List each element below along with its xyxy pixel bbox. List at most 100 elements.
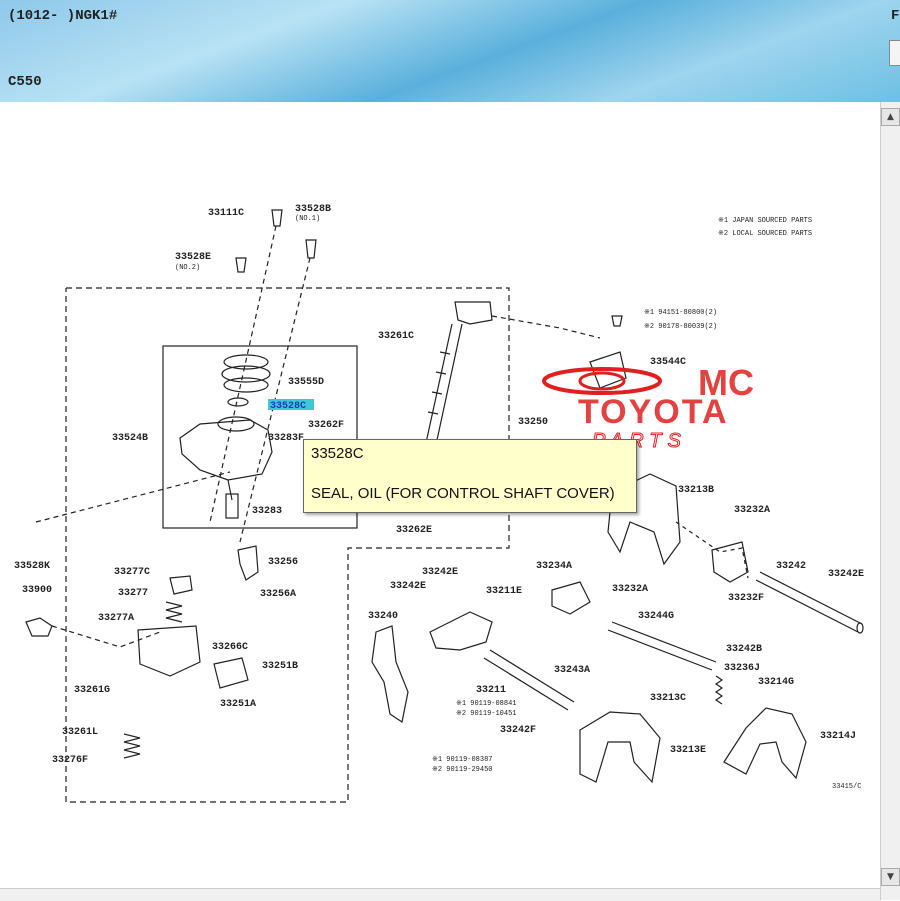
- part-label-33261c[interactable]: 33261C: [378, 331, 414, 342]
- part-label-33232a-mid[interactable]: 33232A: [612, 584, 648, 595]
- part-label-33214j[interactable]: 33214J: [820, 731, 856, 742]
- part-label-33283f[interactable]: 33283F: [268, 433, 304, 444]
- part-label-33234a[interactable]: 33234A: [536, 561, 572, 572]
- part-label-90178[interactable]: ※2 90178-80039(2): [644, 323, 717, 331]
- part-label-33232f[interactable]: 33232F: [728, 593, 764, 604]
- spring-33276f-shape: [123, 733, 141, 759]
- part-label-90119-08841[interactable]: ※1 90119-08841: [456, 700, 516, 708]
- header-input-stub[interactable]: [889, 40, 900, 66]
- bracket-33544c-shape: [589, 351, 627, 389]
- part-label-90119-08387[interactable]: ※1 90119-08387: [432, 756, 492, 764]
- lever-33256-shape: [237, 545, 259, 581]
- head-33232f-shape: [711, 541, 749, 583]
- watermark-toyota-text: TOYOTA: [578, 393, 729, 431]
- part-label-33242[interactable]: 33242: [776, 561, 806, 572]
- illustration-number: 33415/C: [832, 783, 861, 791]
- part-label-33236j[interactable]: 33236J: [724, 663, 760, 674]
- spring-33236j-shape: [714, 675, 724, 705]
- plug-33900-shape: [25, 617, 53, 637]
- part-label-33240[interactable]: 33240: [368, 611, 398, 622]
- part-label-33213b[interactable]: 33213B: [678, 485, 714, 496]
- legend-local-sourced: ※2 LOCAL SOURCED PARTS: [718, 230, 812, 238]
- part-label-33242e-b[interactable]: 33242E: [390, 581, 426, 592]
- part-label-90119-10451[interactable]: ※2 90119-10451: [456, 710, 516, 718]
- part-label-33256a[interactable]: 33256A: [260, 589, 296, 600]
- part-label-33277[interactable]: 33277: [118, 588, 148, 599]
- part-label-33242e-a[interactable]: 33242E: [422, 567, 458, 578]
- header-right-char: F: [891, 8, 900, 24]
- part-label-33900[interactable]: 33900: [22, 585, 52, 596]
- part-label-33528k[interactable]: 33528K: [14, 561, 50, 572]
- part-label-33214g[interactable]: 33214G: [758, 677, 794, 688]
- subassembly-box: [162, 345, 358, 529]
- fork-33213e-shape: [579, 711, 661, 784]
- fork-33211-shape: [429, 611, 493, 651]
- plug-33277-shape: [169, 575, 193, 595]
- plug-33528b-shape: [305, 239, 317, 259]
- part-label-33256[interactable]: 33256: [268, 557, 298, 568]
- bracket-33251a-shape: [213, 657, 249, 689]
- section-code: C550: [8, 74, 42, 90]
- part-label-33213c[interactable]: 33213C: [650, 693, 686, 704]
- part-label-33276f[interactable]: 33276F: [52, 755, 88, 766]
- legend-japan-sourced: ※1 JAPAN SOURCED PARTS: [718, 217, 812, 225]
- scroll-up-arrow-icon[interactable]: ▲: [881, 108, 900, 126]
- part-label-33266c[interactable]: 33266C: [212, 642, 248, 653]
- part-label-33528c[interactable]: 33528C: [270, 401, 306, 412]
- parts-diagram: 33111C 33528B (NO.1) 33528E (NO.2) 33555…: [14, 204, 864, 803]
- part-label-33544c[interactable]: 33544C: [650, 357, 686, 368]
- tooltip-part-description: SEAL, OIL (FOR CONTROL SHAFT COVER): [311, 485, 615, 502]
- part-label-33250[interactable]: 33250: [518, 417, 548, 428]
- part-label-33232a-top[interactable]: 33232A: [734, 505, 770, 516]
- part-label-33261l[interactable]: 33261L: [62, 727, 98, 738]
- scroll-down-arrow-icon[interactable]: ▼: [881, 868, 900, 886]
- part-label-33211e[interactable]: 33211E: [486, 586, 522, 597]
- boot-33555d-top: [223, 354, 269, 370]
- vertical-scrollbar[interactable]: ▲ ▼: [880, 102, 900, 900]
- bolt-33111c-shape: [271, 209, 283, 227]
- model-range-text: (1012- )NGK1#: [8, 8, 118, 24]
- part-label-33524b[interactable]: 33524B: [112, 433, 148, 444]
- part-label-33277c[interactable]: 33277C: [114, 567, 150, 578]
- selected-part-highlight: [268, 399, 314, 410]
- part-label-33244g[interactable]: 33244G: [638, 611, 674, 622]
- part-label-33243a[interactable]: 33243A: [554, 665, 590, 676]
- head-33234a-shape: [551, 581, 591, 615]
- assembly-outline: [65, 287, 510, 803]
- part-label-33242e-right[interactable]: 33242E: [828, 569, 864, 580]
- window-header: (1012- )NGK1# C550 F: [0, 0, 900, 102]
- fork-33214g-shape: [723, 707, 807, 780]
- part-label-33261g[interactable]: 33261G: [74, 685, 110, 696]
- part-label-33528e[interactable]: 33528E: [175, 252, 211, 263]
- lever-33240-shape: [371, 625, 409, 723]
- part-label-33211[interactable]: 33211: [476, 685, 506, 696]
- part-label-33555d[interactable]: 33555D: [288, 377, 324, 388]
- part-label-33251a[interactable]: 33251A: [220, 699, 256, 710]
- horizontal-scrollbar[interactable]: [0, 888, 880, 901]
- cover-33266c-shape: [137, 625, 201, 677]
- part-label-33528b[interactable]: 33528B: [295, 204, 331, 215]
- part-label-33262e[interactable]: 33262E: [396, 525, 432, 536]
- part-label-94151[interactable]: ※1 94151-80800(2): [644, 309, 717, 317]
- part-tooltip: 33528C SEAL, OIL (FOR CONTROL SHAFT COVE…: [303, 439, 637, 513]
- housing-33524b-shape: [179, 419, 273, 481]
- part-label-33111c[interactable]: 33111C: [208, 208, 244, 219]
- part-label-33277a[interactable]: 33277A: [98, 613, 134, 624]
- part-label-33242b[interactable]: 33242B: [726, 644, 762, 655]
- watermark-mc-text: MC: [698, 365, 754, 403]
- part-label-33262f[interactable]: 33262F: [308, 420, 344, 431]
- part-label-33251b[interactable]: 33251B: [262, 661, 298, 672]
- seal-33528c-shape: [227, 397, 249, 407]
- lever-33261c-shape: [454, 301, 493, 325]
- plug-33528e-shape: [235, 257, 247, 273]
- part-note-33528e: (NO.2): [175, 264, 200, 272]
- part-label-33283[interactable]: 33283: [252, 506, 282, 517]
- part-label-33242f[interactable]: 33242F: [500, 725, 536, 736]
- fork-33213b-shape: [607, 473, 681, 566]
- part-note-33528b: (NO.1): [295, 215, 320, 223]
- spring-33277a-shape: [165, 601, 183, 623]
- pin-33283-shape: [225, 493, 239, 519]
- tooltip-part-code: 33528C: [311, 445, 364, 462]
- part-label-33213e[interactable]: 33213E: [670, 745, 706, 756]
- part-label-90119-29450[interactable]: ※2 90119-29450: [432, 766, 492, 774]
